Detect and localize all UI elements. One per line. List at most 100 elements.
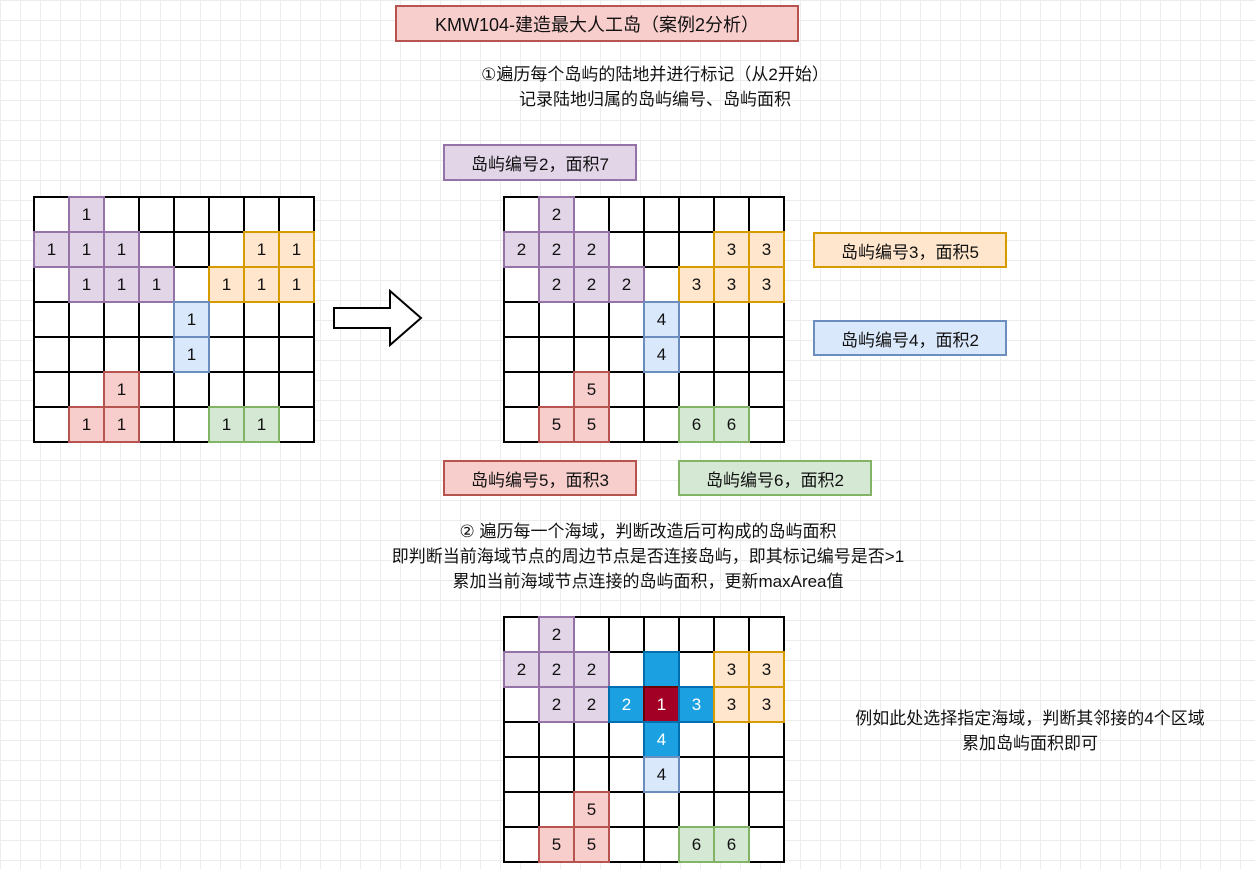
grid-cell xyxy=(503,686,540,723)
grid-cell xyxy=(68,301,105,338)
grid-cell: 1 xyxy=(103,406,140,443)
grid-cell: 5 xyxy=(573,406,610,443)
step1-line: 记录陆地归属的岛屿编号、岛屿面积 xyxy=(519,90,791,109)
grid-cell xyxy=(643,651,680,688)
grid-cell xyxy=(608,336,645,373)
grid-cell xyxy=(678,756,715,793)
grid-cell xyxy=(643,266,680,303)
grid-cell xyxy=(173,371,210,408)
grid-cell: 3 xyxy=(678,266,715,303)
grid-cell xyxy=(538,301,575,338)
grid-cell xyxy=(608,651,645,688)
grid-cell: 1 xyxy=(208,406,245,443)
grid-cell xyxy=(68,371,105,408)
grid-cell: 1 xyxy=(278,266,315,303)
grid-cell: 3 xyxy=(713,686,750,723)
grid-cell: 2 xyxy=(538,196,575,233)
grid-cell: 5 xyxy=(573,791,610,828)
grid-cell xyxy=(208,301,245,338)
grid-cell: 4 xyxy=(643,336,680,373)
grid-cell xyxy=(643,791,680,828)
grid-cell xyxy=(138,406,175,443)
grid-cell xyxy=(713,371,750,408)
grid-cell xyxy=(103,336,140,373)
grid-cell xyxy=(678,336,715,373)
grid-cell xyxy=(33,336,70,373)
grid-cell: 1 xyxy=(243,266,280,303)
grid-cell: 6 xyxy=(678,406,715,443)
grid-cell xyxy=(748,196,785,233)
grid-cell xyxy=(713,756,750,793)
grid-cell xyxy=(33,406,70,443)
grid-cell: 1 xyxy=(103,231,140,268)
grid-cell xyxy=(503,756,540,793)
example-note: 例如此处选择指定海域，判断其邻接的4个区域 累加岛屿面积即可 xyxy=(800,706,1255,756)
grid-cell xyxy=(573,721,610,758)
grid-cell: 2 xyxy=(538,616,575,653)
island-2-label: 岛屿编号2，面积7 xyxy=(443,144,637,181)
grid-cell xyxy=(503,301,540,338)
grid-cell xyxy=(503,266,540,303)
grid-cell: 1 xyxy=(278,231,315,268)
grid-cell xyxy=(503,406,540,443)
grid-cell: 2 xyxy=(503,231,540,268)
grid-cell: 2 xyxy=(538,266,575,303)
step2-line: 即判断当前海域节点的周边节点是否连接岛屿，即其标记编号是否>1 xyxy=(391,547,905,566)
grid-cell: 5 xyxy=(538,826,575,863)
grid-cell: 3 xyxy=(748,266,785,303)
grid-cell xyxy=(608,371,645,408)
grid-cell xyxy=(208,336,245,373)
grid-cell xyxy=(278,301,315,338)
grid-cell xyxy=(643,406,680,443)
grid-cell: 1 xyxy=(68,196,105,233)
grid-cell xyxy=(208,371,245,408)
grid-cell xyxy=(713,721,750,758)
grid-cell: 3 xyxy=(713,266,750,303)
grid-cell: 2 xyxy=(503,651,540,688)
grid-cell xyxy=(748,791,785,828)
grid-cell xyxy=(643,231,680,268)
grid-cell xyxy=(243,336,280,373)
grid-cell xyxy=(748,756,785,793)
grid-cell xyxy=(503,336,540,373)
grid-cell: 1 xyxy=(173,336,210,373)
grid-cell xyxy=(678,301,715,338)
grid-cell xyxy=(538,336,575,373)
grid-cell: 1 xyxy=(208,266,245,303)
grid-cell: 1 xyxy=(643,686,680,723)
grid-cell: 3 xyxy=(748,231,785,268)
grid-cell xyxy=(243,371,280,408)
grid-cell: 2 xyxy=(573,266,610,303)
example-note-line: 例如此处选择指定海域，判断其邻接的4个区域 xyxy=(855,709,1205,728)
grid-cell xyxy=(748,301,785,338)
grid-cell xyxy=(678,791,715,828)
step2-text: ② 遍历每一个海域，判断改造后可构成的岛屿面积 即判断当前海域节点的周边节点是否… xyxy=(298,519,998,594)
grid-cell xyxy=(678,231,715,268)
grid-cell xyxy=(243,301,280,338)
grid-cell: 1 xyxy=(243,231,280,268)
grid-cell xyxy=(33,301,70,338)
grid-cell xyxy=(138,196,175,233)
grid-cell xyxy=(138,336,175,373)
grid-cell xyxy=(538,721,575,758)
grid-cell xyxy=(713,616,750,653)
grid-cell xyxy=(643,826,680,863)
grid-cell xyxy=(608,301,645,338)
grid-cell xyxy=(748,406,785,443)
grid-cell xyxy=(173,266,210,303)
grid-cell: 5 xyxy=(538,406,575,443)
grid-cell xyxy=(503,616,540,653)
grid-cell xyxy=(278,406,315,443)
grid-cell xyxy=(678,196,715,233)
grid-cell: 3 xyxy=(713,231,750,268)
grid-cell xyxy=(503,791,540,828)
grid-cell xyxy=(573,616,610,653)
grid-cell xyxy=(278,371,315,408)
grid-cell xyxy=(748,826,785,863)
right-arrow-icon xyxy=(333,288,423,348)
grid-cell xyxy=(103,301,140,338)
grid-cell xyxy=(573,756,610,793)
grid-cell xyxy=(643,371,680,408)
grid-cell xyxy=(608,791,645,828)
